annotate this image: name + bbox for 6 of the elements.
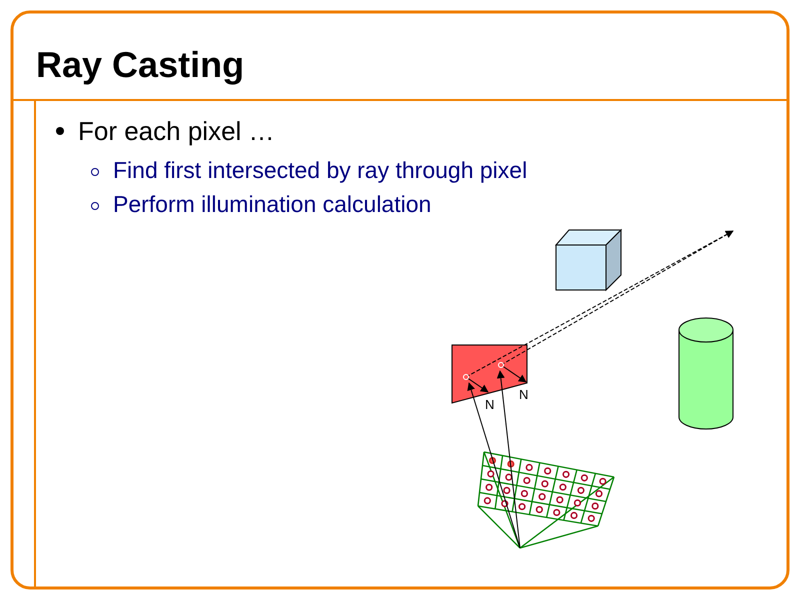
slide-title: Ray Casting (36, 44, 244, 86)
normal-label: N (485, 397, 494, 412)
sub-bullet-text: Perform illumination calculation (113, 191, 432, 218)
sub-bullet-text: Find first intersected by ray through pixel (113, 157, 528, 184)
normal-label: N (519, 387, 528, 402)
bullet-text: For each pixel … (78, 116, 275, 147)
